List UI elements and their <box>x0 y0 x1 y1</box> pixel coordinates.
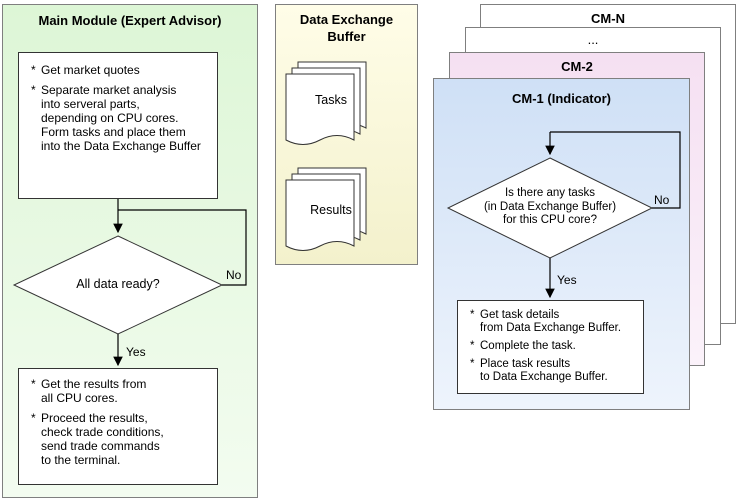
cm-2-title: CM-2 <box>561 59 593 74</box>
cm-no-label: No <box>654 193 670 207</box>
task-steps-box: *Get task details from Data Exchange Buf… <box>457 300 644 394</box>
cm-decision-label: Is there any tasks (in Data Exchange Buf… <box>483 187 617 226</box>
results-document-stack <box>285 167 367 251</box>
tasks-doc-label: Tasks <box>315 93 347 107</box>
cm-ellipsis: ... <box>587 32 599 47</box>
cm-yes-label: Yes <box>557 273 577 287</box>
bullet-item: *Get the results from all CPU cores. <box>31 377 147 405</box>
results-doc-label: Results <box>310 203 352 217</box>
bullet-item: *Get task details from Data Exchange Buf… <box>470 309 622 334</box>
bullet-item: *Proceed the results, check trade condit… <box>31 411 164 467</box>
main-module-title: Main Module (Expert Advisor) <box>38 13 222 28</box>
bullet-item: *Separate market analysis into serveral … <box>31 83 201 153</box>
main-yes-label: Yes <box>126 345 146 359</box>
tasks-document-stack <box>285 61 367 145</box>
bullet-item: *Get market quotes <box>31 63 140 77</box>
bullet-item: *Complete the task. <box>470 340 576 352</box>
no-loop-line <box>118 209 247 286</box>
cm-no-loop-line <box>550 131 681 209</box>
cm-n-title: CM-N <box>591 11 625 26</box>
bullet-item: *Place task results to Data Exchange Buf… <box>470 358 608 383</box>
cm-1-title: CM-1 (Indicator) <box>512 91 611 106</box>
all-data-ready-label: All data ready? <box>76 277 160 291</box>
market-analysis-box: *Get market quotes *Separate market anal… <box>18 52 218 199</box>
main-no-label: No <box>226 268 242 282</box>
buffer-title: Data Exchange Buffer <box>299 12 394 44</box>
results-processing-box: *Get the results from all CPU cores. *Pr… <box>18 368 218 485</box>
